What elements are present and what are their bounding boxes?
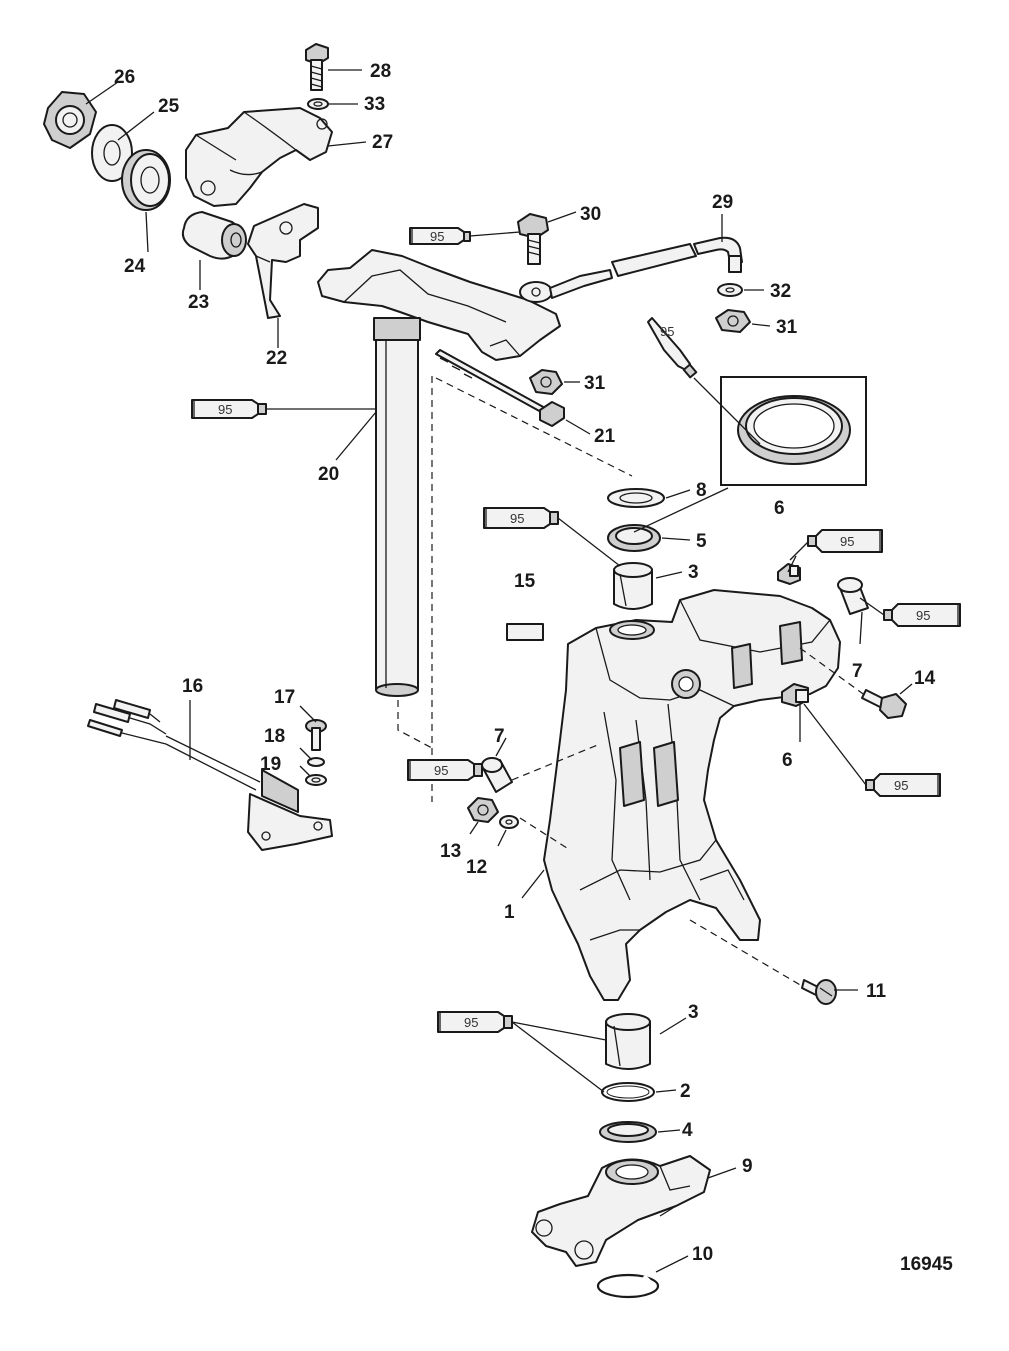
part-33-small-washer [307, 98, 329, 110]
part-13-nut [467, 797, 499, 823]
part-31-nut-upper [529, 369, 563, 395]
part-6-grease-fitting-upper [777, 563, 801, 585]
callout-32: 32 [770, 281, 791, 302]
part-24-thick-washer [121, 149, 171, 211]
lubricant-tube-7: 95 [407, 759, 486, 781]
lubricant-tube-3: 95 [191, 399, 376, 419]
callout-8: 8 [696, 480, 707, 501]
alignment-lines [397, 376, 867, 987]
leader-lines [85, 69, 913, 1273]
callout-9: 9 [742, 1156, 753, 1177]
callout-1: 1 [504, 902, 515, 923]
callout-23: 23 [188, 292, 209, 313]
lubricant-tube-4: 95 [483, 507, 621, 567]
tube-6-label: 95 [916, 608, 930, 623]
callout-25: 25 [158, 96, 180, 117]
callout-31-upper: 31 [584, 373, 606, 394]
callout-10: 10 [692, 1244, 713, 1265]
tube-9-label: 95 [464, 1015, 478, 1030]
callout-26: 26 [114, 67, 135, 88]
callout-11: 11 [866, 981, 887, 1002]
callout-14: 14 [914, 668, 936, 689]
part-22-bracket-plate [247, 203, 319, 319]
tube-4-label: 95 [510, 511, 524, 526]
part-4-seal [599, 1121, 657, 1143]
part-16-trim-sensor [87, 699, 333, 851]
callout-30: 30 [580, 204, 601, 225]
part-29-link-rod [519, 236, 743, 303]
part-1-swivel-bracket [543, 589, 841, 1001]
callout-20: 20 [318, 464, 339, 485]
part-9-yoke [531, 1155, 711, 1267]
callout-5: 5 [696, 531, 707, 552]
tube-2-label: 95 [660, 324, 674, 339]
part-7-bushing-left [481, 757, 513, 793]
part-6-grease-fitting-lower [781, 683, 809, 707]
tube-3-label: 95 [218, 402, 232, 417]
callout-13: 13 [440, 841, 461, 862]
callout-24: 24 [124, 256, 146, 277]
part-26-hex-nut [43, 91, 97, 149]
callout-19: 19 [260, 754, 281, 775]
part-27-clamp [185, 107, 333, 207]
part-11-screw [801, 979, 837, 1005]
part-19-washer [305, 774, 327, 786]
callout-6-lower: 6 [782, 750, 793, 771]
part-7-bushing-right [837, 577, 869, 615]
part-17-screw [305, 719, 327, 751]
callout-2: 2 [680, 1081, 691, 1102]
part-15-decal [506, 623, 544, 641]
tube-8-label: 95 [894, 778, 908, 793]
callout-18: 18 [264, 726, 285, 747]
callout-3-upper: 3 [688, 562, 699, 583]
callout-15: 15 [514, 571, 536, 592]
callout-22: 22 [266, 348, 287, 369]
callout-29: 29 [712, 192, 733, 213]
callout-21: 21 [594, 426, 616, 447]
part-31-nut-right [715, 309, 751, 333]
callout-27: 27 [372, 132, 393, 153]
callout-16: 16 [182, 676, 203, 697]
callout-6-upper: 6 [774, 498, 785, 519]
part-3-bushing-upper [613, 562, 653, 610]
tube-5-label: 95 [840, 534, 854, 549]
callout-12: 12 [466, 857, 487, 878]
lubricant-tube-6: 95 [859, 597, 961, 627]
callout-3-lower: 3 [688, 1002, 699, 1023]
tube-7-label: 95 [434, 763, 448, 778]
seal-detail-box [720, 376, 867, 486]
lubricant-tube-8: 95 [803, 703, 941, 797]
lubricant-tube-5: 95 [789, 529, 883, 561]
callout-7-left: 7 [494, 726, 505, 747]
part-20-steering-tube [317, 249, 561, 697]
callout-labels: 26 25 24 23 22 28 33 27 30 29 32 31 31 2… [114, 61, 953, 1275]
callout-4: 4 [682, 1120, 693, 1141]
lubricant-tube-2: 95 [647, 317, 761, 445]
callout-28: 28 [370, 61, 391, 82]
part-3-bushing-lower [605, 1013, 651, 1070]
part-8-washer [607, 488, 665, 508]
callout-33: 33 [364, 94, 385, 115]
part-32-washer [717, 283, 743, 297]
part-30-bolt [517, 213, 549, 265]
part-5-seal [607, 524, 661, 552]
part-10-retaining-ring [596, 1273, 660, 1299]
tube-1-label: 95 [430, 229, 444, 244]
lubricant-tube-9: 95 [437, 1011, 607, 1093]
part-12-washer [499, 815, 519, 829]
callout-31-right: 31 [776, 317, 798, 338]
part-21-stud [435, 349, 565, 427]
part-23-bushing [181, 211, 247, 260]
callout-17: 17 [274, 687, 295, 708]
lubricant-tube-1: 95 [409, 227, 521, 245]
part-2-o-ring [601, 1082, 655, 1102]
callout-7-right: 7 [852, 661, 863, 682]
part-28-bolt [305, 43, 329, 91]
figure-number: 16945 [900, 1254, 953, 1275]
part-14-bolt [861, 689, 907, 719]
part-25-washer [91, 124, 133, 182]
